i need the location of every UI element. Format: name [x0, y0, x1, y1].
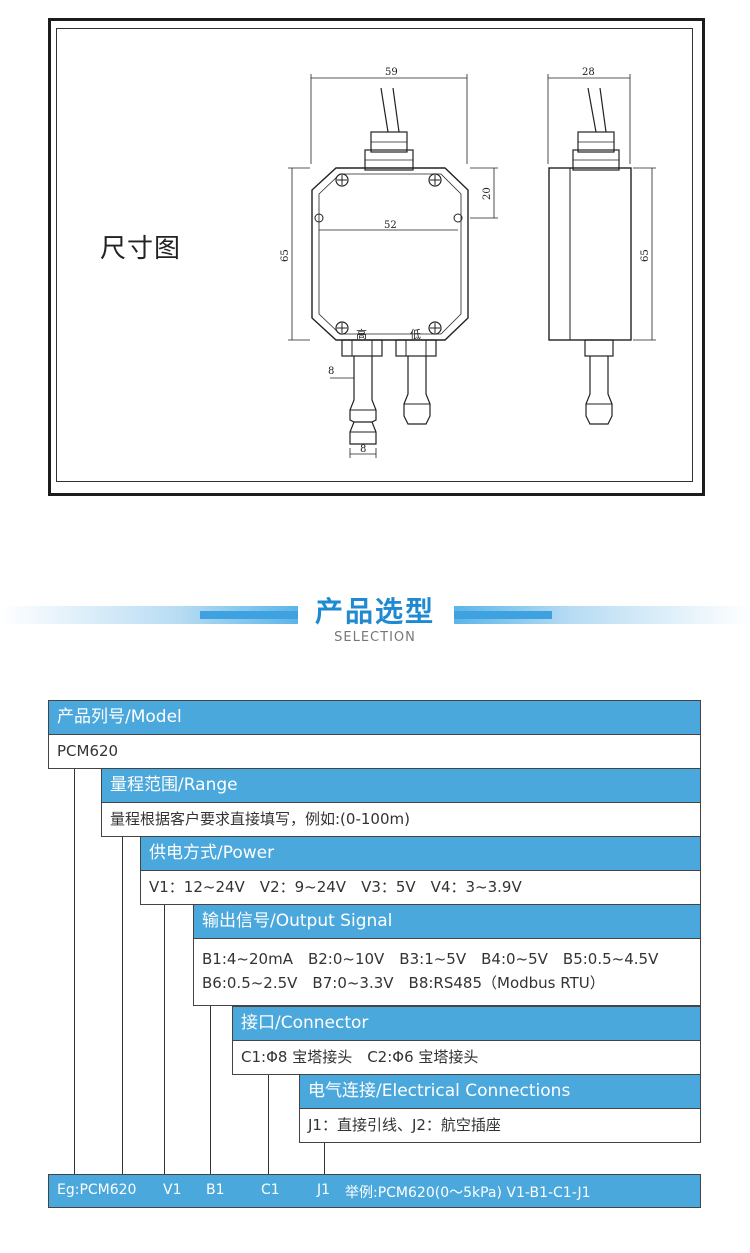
dim-59: 59: [385, 67, 398, 78]
option-body-output-line2: B6:0.5~2.5V B7:0~3.3V B8:RS485（Modbus RT…: [202, 974, 605, 992]
dim-8-a: 8: [328, 366, 334, 377]
option-head-power: 供电方式/Power: [141, 837, 700, 871]
option-box-output: 输出信号/Output Signal B1:4~20mA B2:0~10V B3…: [193, 904, 701, 1006]
option-head-connector: 接口/Connector: [233, 1007, 700, 1041]
example-c: C1: [261, 1182, 280, 1198]
option-box-connector: 接口/Connector C1:Φ8 宝塔接头 C2:Φ6 宝塔接头: [232, 1006, 701, 1075]
dimension-drawing: 59 52 20 65 高 低 8 8 28: [280, 67, 656, 458]
drawing-frame-inner: [56, 28, 693, 482]
example-text: 举例:PCM620(0～5kPa) V1-B1-C1-J1: [345, 1185, 591, 1201]
dim-20: 20: [482, 187, 493, 200]
example-model: Eg:PCM620: [57, 1182, 137, 1198]
drawing-frame-outer: [48, 18, 705, 496]
option-box-power: 供电方式/Power V1：12~24V V2：9~24V V3：5V V4：3…: [140, 836, 701, 905]
dim-65-front: 65: [280, 249, 291, 262]
port-low-label: 低: [410, 328, 421, 341]
option-body-power: V1：12~24V V2：9~24V V3：5V V4：3~3.9V: [149, 878, 522, 896]
dim-65-side: 65: [640, 249, 651, 262]
dim-28: 28: [582, 67, 595, 78]
connector-line-electrical: [324, 1142, 325, 1174]
example-j: J1: [317, 1182, 331, 1198]
option-head-range: 量程范围/Range: [102, 769, 700, 803]
example-bar: Eg:PCM620 V1 B1 C1 J1 举例:PCM620(0～5kPa) …: [48, 1174, 701, 1208]
example-v: V1: [163, 1182, 182, 1198]
connector-line-output: [210, 1005, 211, 1174]
example-b: B1: [206, 1182, 225, 1198]
option-body-output-line1: B1:4~20mA B2:0~10V B3:1~5V B4:0~5V B5:0.…: [202, 950, 659, 968]
option-box-model: 产品列号/Model PCM620: [48, 700, 701, 769]
connector-line-range: [122, 836, 123, 1174]
heading-bar-right-core: [454, 611, 552, 619]
option-body-electrical: J1：直接引线、J2：航空插座: [308, 1116, 501, 1134]
option-head-output: 输出信号/Output Signal: [194, 905, 700, 939]
selection-title: 产品选型: [314, 595, 435, 628]
dim-8-b: 8: [360, 444, 366, 455]
dim-52: 52: [384, 220, 397, 231]
option-body-model: PCM620: [57, 742, 119, 760]
connector-line-model: [74, 768, 75, 1174]
option-head-model: 产品列号/Model: [49, 701, 700, 735]
selection-subtitle: SELECTION: [334, 630, 416, 645]
dimension-title: 尺寸图: [100, 234, 182, 264]
option-box-electrical: 电气连接/Electrical Connections J1：直接引线、J2：航…: [299, 1074, 701, 1143]
heading-bar-left-core: [200, 611, 298, 619]
option-body-range: 量程根据客户要求直接填写，例如:(0-100m): [110, 810, 410, 828]
heading-bar-left: [0, 606, 298, 624]
connector-line-power: [164, 904, 165, 1174]
option-head-electrical: 电气连接/Electrical Connections: [300, 1075, 700, 1109]
option-body-connector: C1:Φ8 宝塔接头 C2:Φ6 宝塔接头: [241, 1048, 479, 1066]
port-high-label: 高: [356, 327, 367, 341]
heading-bar-right: [454, 606, 750, 624]
option-box-range: 量程范围/Range 量程根据客户要求直接填写，例如:(0-100m): [101, 768, 701, 837]
connector-line-connector: [268, 1073, 269, 1174]
